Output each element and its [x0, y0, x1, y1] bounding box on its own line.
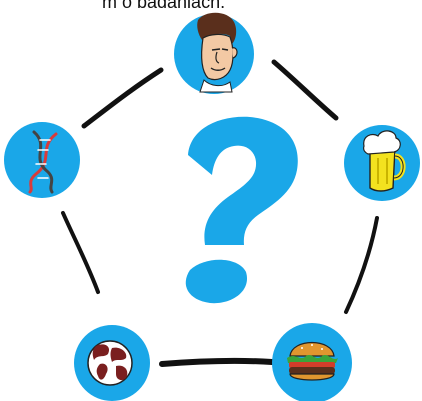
connectors [61, 59, 379, 367]
header-text-fragment: m o badaniach. [102, 0, 226, 12]
connector-person-dna [81, 67, 164, 129]
node-person [174, 12, 254, 94]
node-burger [272, 323, 352, 401]
question-mark-hook [188, 116, 298, 245]
person-face-icon [197, 12, 238, 93]
connector-globe-burger [159, 357, 275, 367]
question-mark [185, 116, 298, 304]
connector-person-beer [271, 59, 339, 121]
dna-helix-icon [28, 130, 58, 194]
connector-beer-burger [344, 216, 379, 314]
node-dna-circle [4, 122, 80, 198]
question-mark-dot [185, 259, 248, 304]
node-beer [344, 125, 420, 201]
connector-dna-globe [61, 211, 100, 294]
node-dna [4, 122, 80, 198]
hamburger-icon [287, 342, 338, 381]
beer-mug-icon [363, 130, 406, 192]
node-globe [74, 325, 150, 401]
globe-icon [87, 340, 133, 386]
